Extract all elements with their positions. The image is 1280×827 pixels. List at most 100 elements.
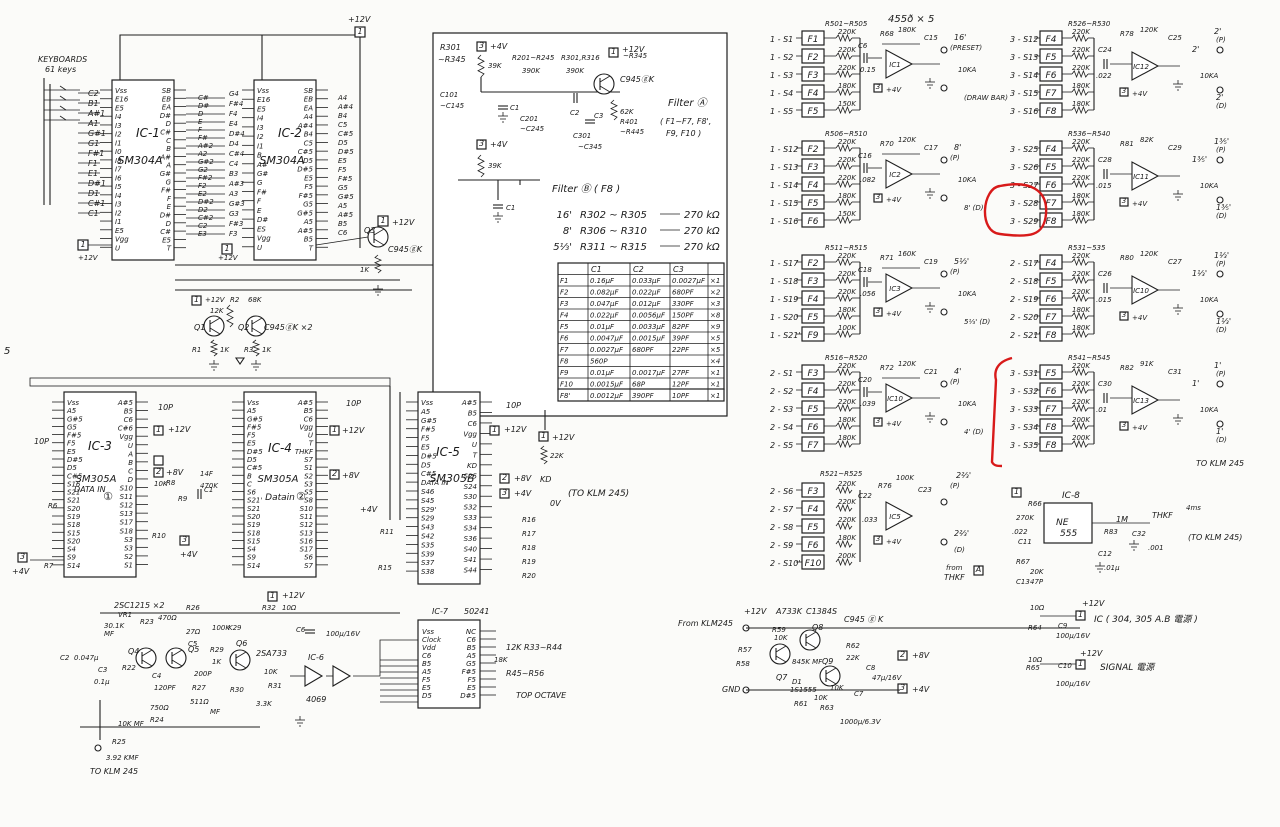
resistor-symbol: [835, 557, 853, 567]
filter-box-label: F7: [1046, 89, 1057, 99]
key-label: 2 - S3: [770, 405, 793, 414]
r12k-label: 12K: [210, 307, 225, 315]
coupling-cap-value: 0.15: [860, 66, 876, 74]
supply-label: +12V: [504, 425, 527, 434]
output-drawbar: 4' (D): [964, 428, 984, 436]
ic2-note-right: B4: [338, 112, 347, 120]
r3k-label: 1K: [262, 346, 272, 354]
key-label: 2 - S4: [770, 423, 793, 432]
opamp-supply-box-label: 3: [876, 307, 880, 315]
ic3-pin-left: S9: [67, 554, 76, 562]
ic3-12v-box: [153, 425, 164, 436]
ic7-r33: 12K R33~R44: [506, 643, 562, 652]
r301-label: R301: [440, 43, 461, 52]
r32: R32: [262, 604, 276, 612]
q7: Q7: [776, 673, 788, 682]
ic1-note-left: B1: [88, 99, 99, 108]
resistor-value: 180K: [1072, 82, 1091, 90]
k1: 1K: [212, 658, 222, 666]
ic3-pin-right: B: [128, 459, 133, 467]
resistor-value: 220K: [1072, 252, 1091, 260]
supply-label: +4V: [180, 550, 198, 559]
resistor-value: 220K: [838, 380, 857, 388]
resistor-value: 220K: [838, 156, 857, 164]
supply-label: +12V: [78, 254, 99, 262]
resistor-symbol: [539, 445, 549, 465]
ic4-pin-right: S17: [300, 546, 314, 554]
r445-label: ~R445: [620, 128, 645, 136]
supply-label: +12V: [348, 15, 371, 24]
k10: 10K: [264, 668, 279, 676]
supply-label: +4V: [490, 42, 508, 51]
filter-box-label: F5: [1046, 53, 1057, 63]
resistor-symbol: [835, 257, 853, 267]
t14-label: 14F: [200, 470, 214, 478]
k100: 100K: [212, 624, 231, 632]
opamp-right-label: IC11: [1133, 173, 1149, 181]
resistor-symbol: [835, 367, 853, 377]
ic4-pin-right: B5: [304, 407, 314, 415]
key-label: 3 - S25: [1010, 145, 1038, 154]
key-label: 2 - S9: [770, 541, 793, 550]
block-header-right: R526~R530: [1068, 20, 1111, 28]
table-cell: 0.16μF: [590, 277, 615, 285]
transistor-collector: [373, 228, 385, 236]
coupling-cap: C16: [858, 152, 872, 160]
resistor-value: 220K: [838, 28, 857, 36]
output-foot: 5⅓': [954, 257, 969, 266]
pwr-8v: +8V: [912, 651, 930, 660]
ic2-pin-left: F: [257, 198, 262, 206]
resistor-symbol: [835, 51, 853, 61]
ic1-part: SM304A: [118, 154, 163, 167]
fa-12v-box: [608, 47, 619, 58]
resistor-value: 220K: [838, 270, 857, 278]
ic2-pin-right: F#5: [299, 192, 314, 200]
pwr-8v-box-label: 2: [900, 650, 905, 659]
r6-label: R6: [48, 502, 58, 510]
opamp-right: [1131, 385, 1160, 415]
opamp-supply-box-label: 3: [1122, 197, 1126, 205]
ic4-pin-right: S10: [300, 505, 314, 513]
ms: 4ms: [1186, 504, 1201, 512]
ic5-r16: R16: [522, 516, 536, 524]
ic2-pin-right: C#5: [298, 148, 314, 156]
terminal-ring: [940, 498, 948, 506]
ic3-pin-left: A5: [66, 407, 77, 415]
resistor-symbol: [835, 275, 853, 285]
supply-label: +4V: [1132, 200, 1148, 208]
r23: R23: [140, 618, 154, 626]
supply-label: +8V: [514, 474, 532, 483]
ic5-pin-left: S35: [421, 541, 435, 549]
table-cell: 0.01μF: [590, 323, 615, 331]
resistor-symbol: [1071, 367, 1089, 377]
filter-box-label: F4: [1046, 259, 1057, 269]
ic2-note-left: C4: [229, 160, 238, 168]
block-header-left: R516~R520: [825, 354, 868, 362]
pwr-4v-box-label: 3: [900, 683, 905, 692]
ic7-pin-left: Vdd: [422, 644, 436, 652]
ic7-pin-left: C6: [422, 652, 432, 660]
ic3-4v-box-label: 3: [182, 535, 187, 544]
ic2-note-left: F#4: [229, 100, 243, 108]
ic3-pin-right: S18: [120, 527, 134, 535]
r68k-label: 68K: [248, 296, 263, 304]
ic5-pin-left: S45: [421, 497, 435, 505]
coupling-cap: C20: [858, 376, 872, 384]
r2-label: R2: [230, 296, 240, 304]
opamp-supply-box-label: 3: [1122, 311, 1126, 319]
filter-box-label: F6: [1046, 387, 1057, 397]
ic4-pin-right: S8: [304, 497, 313, 505]
r64: R64: [1028, 624, 1042, 632]
key-label: 3 - S31: [1010, 369, 1038, 378]
filter-box-label: F3: [808, 369, 819, 379]
ic2-note-left: C#4: [229, 150, 244, 158]
opamp-left-label: IC3: [889, 285, 900, 293]
table-cell: 560P: [590, 358, 608, 366]
ic4-pin-left: S6: [247, 489, 256, 497]
keyboard-label: KEYBOARDS: [38, 55, 87, 64]
r24: R24: [150, 716, 164, 724]
transistor-collector: [251, 317, 263, 325]
ic5-title: IC-5: [436, 445, 460, 459]
resistor-symbol: [835, 69, 853, 79]
ic2-pin-right: G#5: [297, 209, 313, 217]
